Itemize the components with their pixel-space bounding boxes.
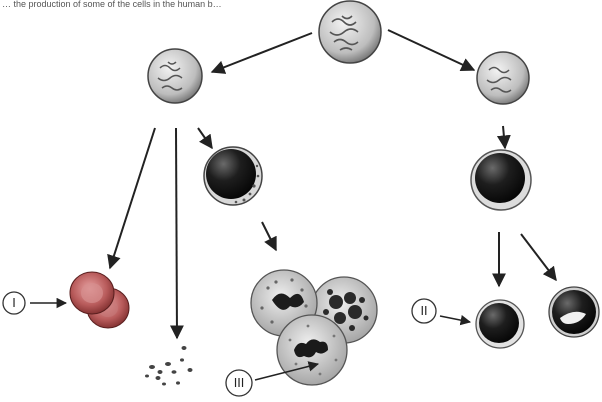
label-ii-arrow: [439, 314, 472, 326]
lymphocyte-icon: [475, 299, 525, 349]
label-iii-text: III: [234, 376, 245, 390]
label-ii-text: II: [420, 304, 427, 318]
lymphoid-progenitor-icon: [476, 51, 530, 105]
arrow-stem-to-myeloid: [210, 32, 313, 74]
monocyte-icon: [548, 286, 600, 338]
myeloid-progenitor-icon: [147, 48, 203, 104]
label-ii: II: [411, 298, 472, 326]
platelet-icon: [145, 346, 193, 386]
cropped-caption-text: … the production of some of the cells in…: [2, 0, 222, 9]
label-i-text: I: [12, 296, 16, 310]
arrow-myeloblast-to-granulocytes: [261, 221, 277, 252]
label-iii: III: [225, 361, 320, 397]
arrow-stem-to-lymphoid: [387, 29, 476, 72]
label-i: I: [2, 291, 68, 315]
lineage-arrows: [107, 29, 557, 340]
red-blood-cell-icon: [69, 271, 130, 329]
arrow-myeloid-to-platelets: [169, 127, 184, 340]
arrow-precursor-to-monocyte: [520, 233, 557, 282]
myeloblast-icon: [203, 146, 263, 206]
lymphocyte-precursor-icon: [470, 149, 532, 211]
arrow-lymphoid-to-precursor: [496, 125, 511, 150]
arrow-myeloid-to-rbc: [107, 127, 156, 270]
stem-cell-icon: [318, 0, 382, 64]
label-iii-arrow: [254, 361, 320, 381]
granulocyte-icon: [250, 269, 378, 386]
arrow-myeloid-to-myeloblast: [197, 127, 213, 150]
